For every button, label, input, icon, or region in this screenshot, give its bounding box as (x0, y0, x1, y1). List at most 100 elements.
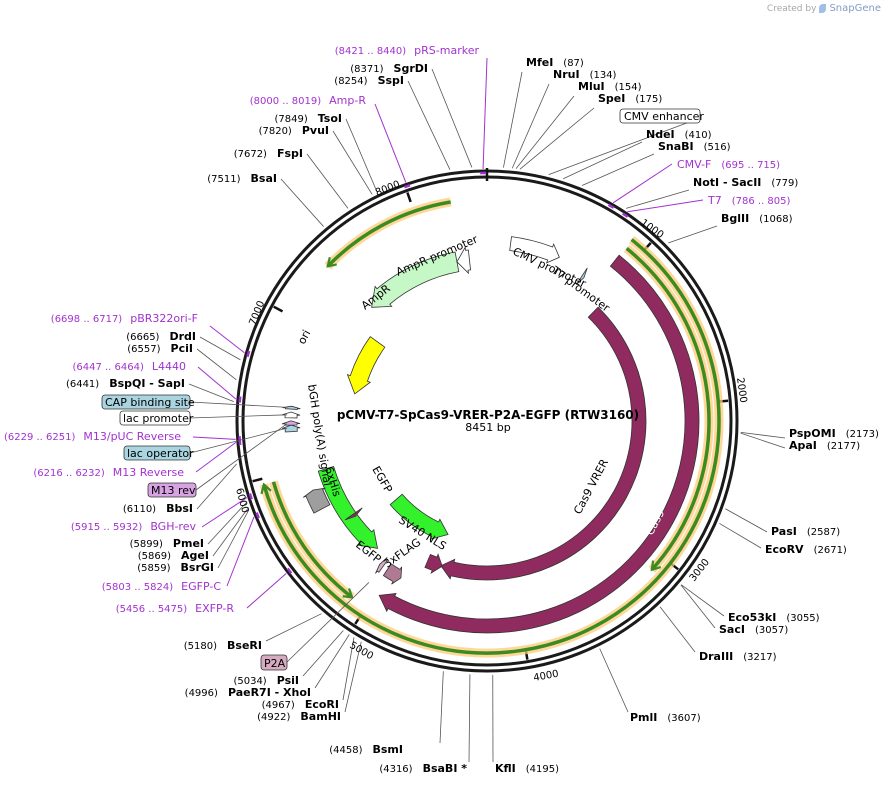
site-leader-18 (439, 671, 444, 744)
feature-ampr (371, 251, 460, 308)
primer-leader-10 (246, 572, 287, 609)
cmv-enhancer-box: CMV enhancer (619, 108, 704, 124)
orf-ampr (326, 200, 451, 268)
tick-label-4000: 4000 (533, 669, 560, 684)
site-tsoi: (7849)TsoI (274, 112, 342, 125)
created-by-text: Created by (766, 3, 817, 14)
feature-p2a (375, 557, 388, 574)
site-pspomi: PspOMI(2173) (789, 427, 879, 440)
primer-m13-puc-reverse: (6229 .. 6251)M13/pUC Reverse (4, 430, 181, 443)
primer-leader-7 (195, 441, 237, 473)
primer-pbr322ori-f: (6698 .. 6717)pBR322ori-F (51, 312, 198, 325)
orf-arcs (259, 197, 724, 658)
site-bspqi-sapi: (6441)BspQI - SapI (66, 377, 185, 390)
site-leader-23 (265, 613, 322, 642)
primer-prs-marker: (8421 .. 8440)pRS-marker (335, 44, 480, 57)
site-ecorv: EcoRV(2671) (765, 543, 847, 556)
site-pmli: PmlI(3607) (630, 711, 701, 724)
box-leader-3 (195, 423, 288, 491)
orf-main-outer (262, 238, 721, 655)
site-bamhi: (4922)BamHI (257, 710, 341, 723)
site-leader-2 (515, 95, 575, 169)
orf-p2a-inner-head (342, 588, 354, 599)
p2a-box: P2A (260, 654, 288, 671)
site-draiii: DraIII(3217) (699, 650, 777, 663)
feature-ori (346, 336, 386, 395)
primer-egfp-c: (5803 .. 5824)EGFP-C (102, 580, 222, 593)
site-fspi: (7672)FspI (234, 147, 303, 160)
site-leader-32 (306, 153, 349, 209)
site-leader-9 (740, 432, 786, 449)
site-leader-29 (196, 348, 237, 381)
site-leader-25 (212, 507, 249, 557)
cap-binding-site-label: CAP binding site (105, 396, 195, 409)
site-bsrgi: (5859)BsrGI (137, 561, 214, 574)
site-leader-10 (725, 508, 768, 533)
snapgene-watermark: Created by SnapGene (767, 3, 881, 14)
site-leader-17 (468, 674, 471, 763)
site-leader-4 (563, 141, 643, 180)
orf-cas9-inner (625, 247, 711, 571)
boxed-feature-labels: CMV enhancer CAP binding site lac promot… (101, 108, 704, 671)
primer-mark-2 (607, 203, 615, 209)
site-leader-33 (332, 130, 373, 195)
primer-leader-8 (201, 497, 248, 528)
site-leader-20 (342, 637, 355, 701)
feature-label-bgh-polya: bGH poly(A) signal (305, 383, 334, 486)
primer-t7: T7(786 .. 805) (707, 194, 791, 207)
primer-amp-r: (8000 .. 8019)Amp-R (250, 94, 367, 107)
primer-bgh-rev: (5915 .. 5932)BGH-rev (71, 520, 197, 533)
snapgene-logo-icon (819, 4, 827, 13)
site-leader-35 (407, 80, 451, 170)
site-leader-7 (668, 225, 718, 244)
box-leader-1 (189, 414, 288, 419)
feature-cap-binding-site (282, 405, 301, 410)
site-pvui: (7820)PvuI (259, 124, 329, 137)
tick-label-3000: 3000 (688, 557, 712, 584)
site-leader-37 (548, 117, 701, 175)
plasmid-title: pCMV-T7-SpCas9-VRER-P2A-EGFP (RTW3160) (337, 408, 639, 422)
primer-leader-2 (612, 163, 673, 204)
tick-label-8000: 8000 (374, 179, 402, 199)
primer-mark-9 (255, 512, 260, 519)
site-saci: SacI(3057) (719, 623, 788, 636)
m13-rev-label: M13 rev (151, 484, 196, 497)
site-paer7i-xhoi: (4996)PaeR7I - XhoI (185, 686, 311, 699)
site-snabi: SnaBI(516) (658, 140, 731, 153)
feature-t7-promoter (575, 267, 588, 285)
primer-labels: (8421 .. 8440)pRS-marker (8000 .. 8019)A… (4, 44, 791, 615)
site-pmei: (5899)PmeI (130, 537, 204, 550)
feature-lac-operator (281, 424, 301, 433)
feature-egfp-outer (317, 466, 379, 549)
primer-exfp-r: (5456 .. 5475)EXFP-R (116, 602, 235, 615)
site-leader-19 (344, 641, 362, 713)
site-leader-22 (302, 630, 344, 677)
site-sgrdi: (8371)SgrDI (350, 62, 428, 75)
tick-label-1000: 1000 (638, 217, 665, 241)
box-leader-4 (286, 582, 370, 663)
site-leader-0 (503, 71, 523, 168)
feature-cas9 (378, 254, 700, 634)
restriction-sites: MfeI(87) NruI(134) MluI(154) SpeI(175) N… (66, 56, 879, 775)
tick-label-2000: 2000 (734, 377, 748, 404)
orf-ampr-head (326, 257, 337, 268)
site-leader-8 (740, 431, 786, 439)
site-apai: ApaI(2177) (789, 439, 860, 452)
site-leader-26 (207, 502, 247, 545)
site-bsai: (7511)BsaI (207, 172, 277, 185)
site-leader-5 (581, 153, 655, 186)
site-bglii: BglII(1068) (721, 212, 793, 225)
lac-promoter-label: lac promoter (123, 412, 194, 425)
site-agei: (5869)AgeI (138, 549, 209, 562)
site-leader-27 (196, 463, 237, 510)
site-pcii: (6557)PciI (127, 342, 193, 355)
site-sspi: (8254)SspI (334, 74, 404, 87)
lac-promoter-box: lac promoter (119, 410, 194, 426)
feature-lac-promoter (281, 411, 301, 419)
primer-mark-3 (622, 212, 629, 218)
feature-egfp-inner (389, 493, 449, 540)
tick-7000 (273, 305, 284, 313)
m13-rev-box: M13 rev (147, 482, 197, 498)
tick-6000 (252, 477, 263, 483)
site-leader-21 (314, 634, 350, 689)
